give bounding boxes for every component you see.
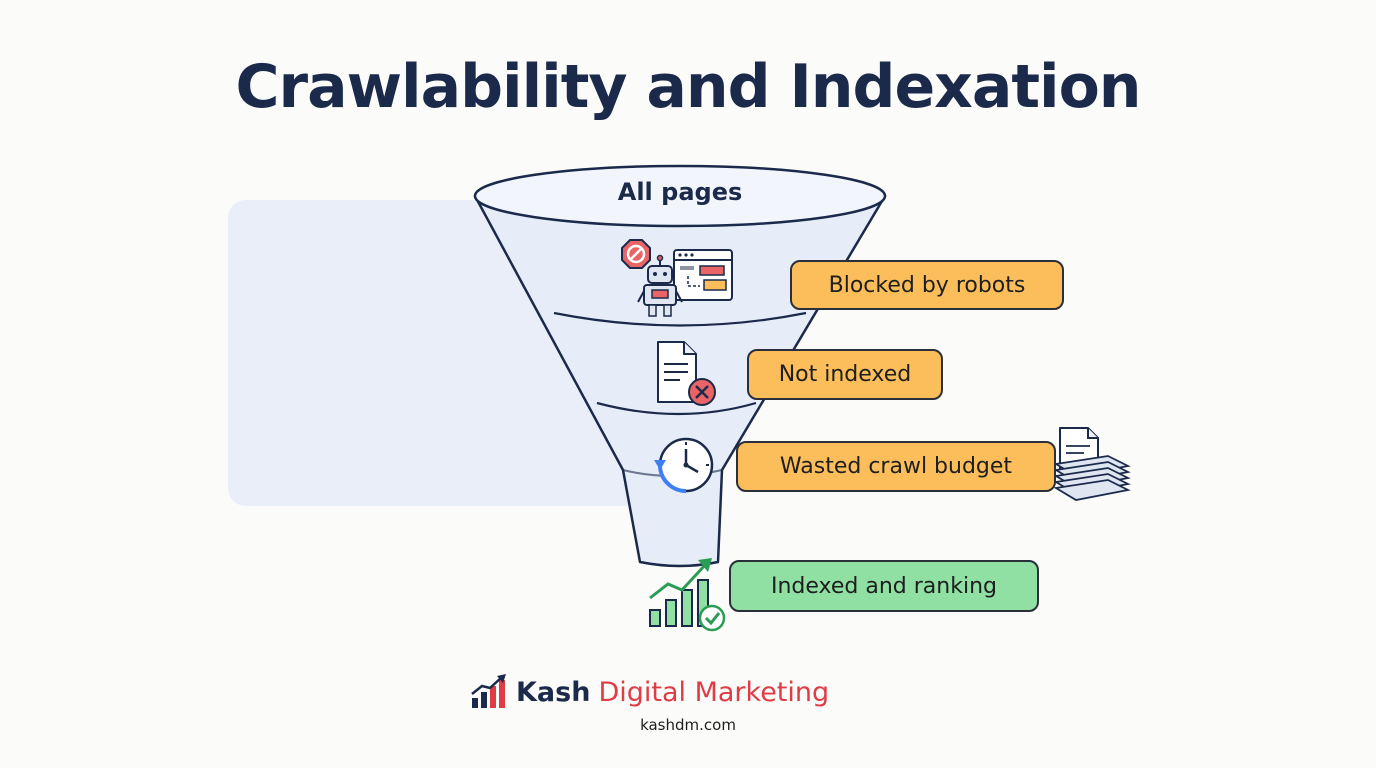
stage-wasted-crawl-budget-label: Wasted crawl budget <box>736 441 1056 492</box>
brand-tagline: Digital Marketing <box>598 676 830 708</box>
clock-refresh-icon <box>654 437 714 493</box>
stage-blocked-by-robots-label: Blocked by robots <box>790 260 1064 310</box>
funnel-divider-1 <box>553 311 807 327</box>
funnel-divider-2 <box>596 401 757 416</box>
funnel-rim <box>473 164 887 228</box>
document-x-icon <box>657 341 716 406</box>
robot-blocked-icon <box>621 239 733 317</box>
brand-logo: Kash Digital Marketing <box>470 672 829 712</box>
stage-not-indexed-label: Not indexed <box>747 349 943 400</box>
growth-chart-check-icon <box>649 558 726 632</box>
bar-chart-logo-icon <box>471 674 506 708</box>
paper-stack-icon <box>1053 427 1131 501</box>
funnel-top-label: All pages <box>617 178 743 206</box>
stage-indexed-and-ranking-label: Indexed and ranking <box>729 560 1039 612</box>
page-title: Crawlability and Indexation <box>235 52 1141 122</box>
brand-name: Kash <box>516 676 591 708</box>
brand-url: kashdm.com <box>640 716 736 734</box>
